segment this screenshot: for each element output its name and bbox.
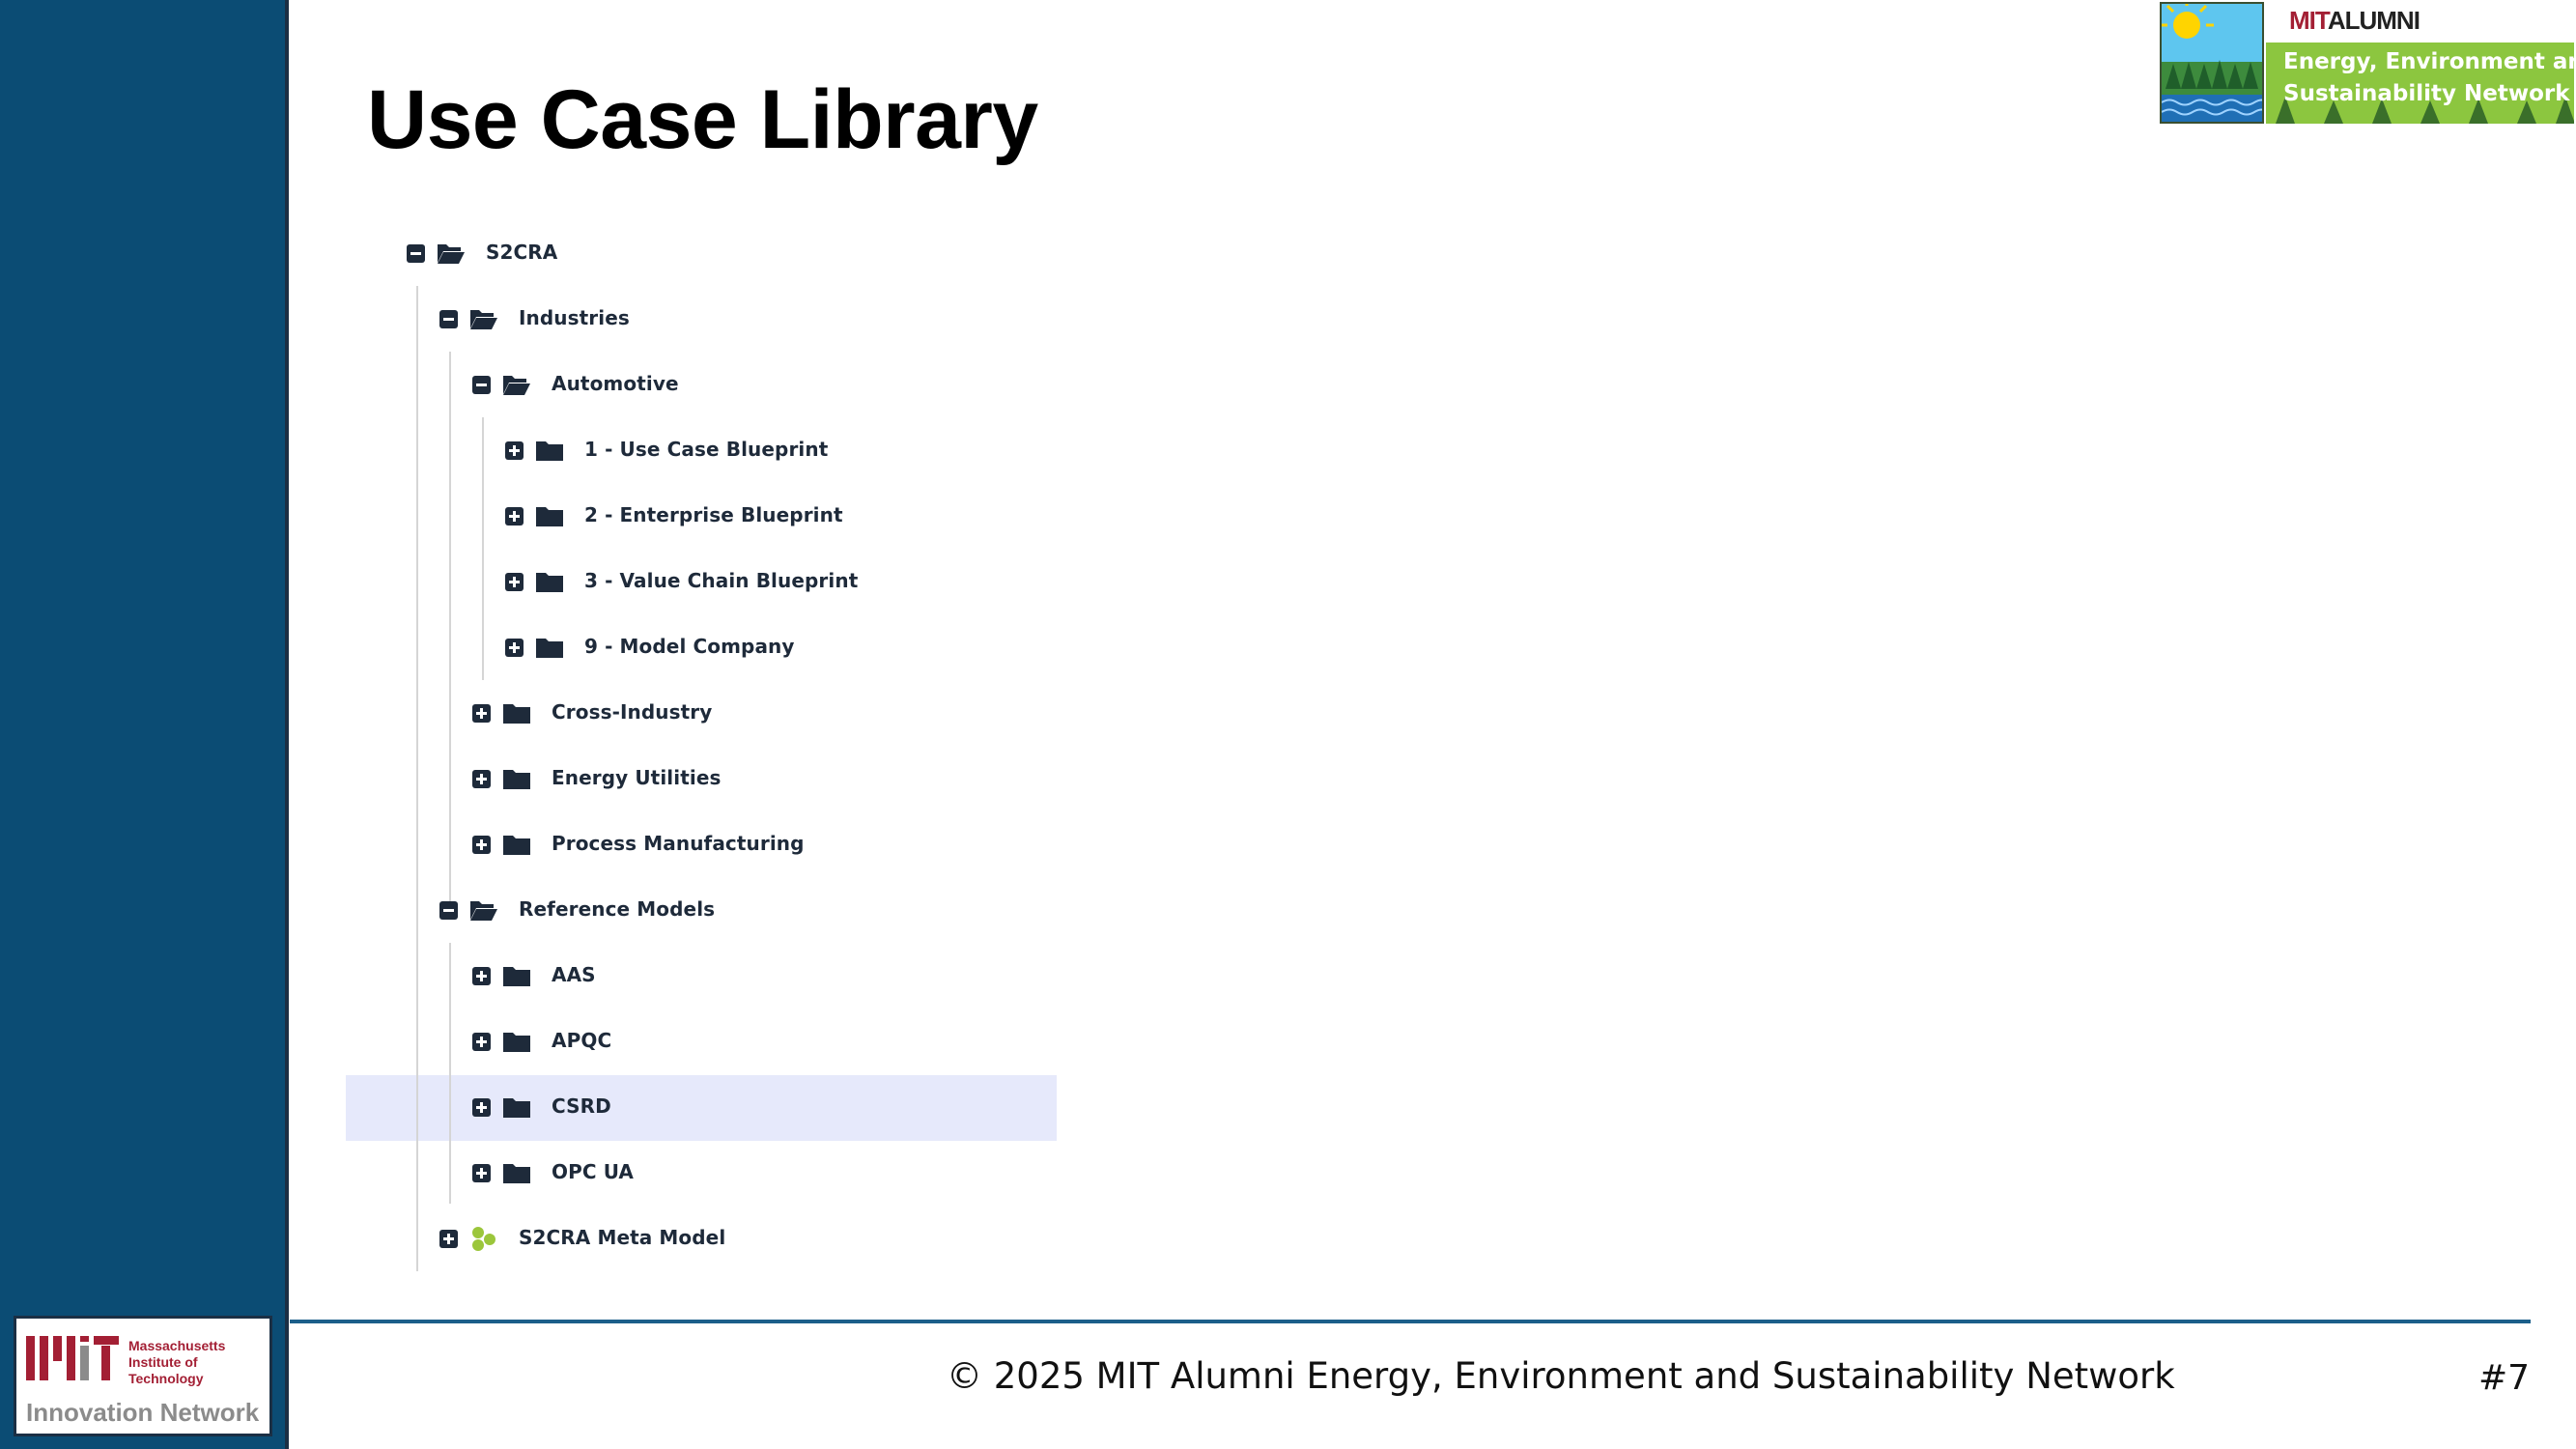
slide-number: #7 <box>2478 1358 2531 1398</box>
collapse-toggle-icon[interactable] <box>439 310 458 328</box>
network-banner <box>2266 43 2574 124</box>
folder-open-icon <box>438 244 465 264</box>
tree-guide-line <box>449 943 451 1204</box>
folder-icon <box>503 1098 530 1118</box>
tree-node-label: Reference Models <box>519 897 716 921</box>
expand-toggle-icon[interactable] <box>505 441 524 460</box>
collapse-toggle-icon[interactable] <box>439 901 458 920</box>
folder-icon <box>503 1033 530 1052</box>
tree-node-label: Automotive <box>552 372 679 395</box>
tree-node[interactable]: S2CRA Meta Model <box>439 1206 922 1271</box>
expand-toggle-icon[interactable] <box>472 1033 491 1051</box>
folder-open-icon <box>470 310 497 329</box>
mit-alumni-wordmark: MITALUMNI <box>2289 6 2420 36</box>
page-title: Use Case Library <box>367 73 1038 166</box>
folder-open-icon <box>503 376 530 395</box>
network-name-line-1: Energy, Environment and <box>2283 49 2576 74</box>
tree-node[interactable]: Energy Utilities <box>472 746 955 811</box>
nature-logo-icon <box>2160 2 2264 124</box>
expand-toggle-icon[interactable] <box>505 507 524 526</box>
collapse-toggle-icon[interactable] <box>472 376 491 394</box>
tree-node-label: CSRD <box>552 1094 611 1118</box>
tree-node-label: Process Manufacturing <box>552 832 805 855</box>
mit-institute-name: Massachusetts Institute of Technology <box>128 1338 226 1386</box>
tree-node[interactable]: Process Manufacturing <box>472 811 955 877</box>
tree-guide-line <box>416 286 418 1271</box>
innovation-network-label: Innovation Network <box>26 1398 260 1427</box>
collapse-toggle-icon[interactable] <box>407 244 425 263</box>
expand-toggle-icon[interactable] <box>472 1098 491 1117</box>
folder-icon <box>536 507 563 526</box>
mit-alumni-network-logo: MITALUMNI Energy, Environment and Sustai… <box>2160 2 2576 124</box>
tree-node[interactable]: S2CRA <box>407 220 890 286</box>
mit-logo-mark-icon <box>26 1336 119 1380</box>
tree-node-label: APQC <box>552 1029 612 1052</box>
tree-node[interactable]: OPC UA <box>472 1140 955 1206</box>
expand-toggle-icon[interactable] <box>472 704 491 723</box>
network-name: Energy, Environment and Sustainability N… <box>2283 46 2576 110</box>
folder-icon <box>503 1164 530 1183</box>
tree-node-label: OPC UA <box>552 1160 635 1183</box>
mit-wordmark: MIT <box>2289 6 2329 35</box>
tree-node-label: 2 - Enterprise Blueprint <box>584 503 843 526</box>
tree-node-label: AAS <box>552 963 596 986</box>
folder-icon <box>536 573 563 592</box>
tree-node-label: 9 - Model Company <box>584 635 795 658</box>
network-name-line-2: Sustainability Network <box>2283 81 2570 106</box>
expand-toggle-icon[interactable] <box>472 1164 491 1182</box>
folder-icon <box>503 704 530 724</box>
tree-node-label: S2CRA <box>486 241 558 264</box>
tree-node[interactable]: 3 - Value Chain Blueprint <box>505 549 988 614</box>
expand-toggle-icon[interactable] <box>472 770 491 788</box>
tree-node-label: Cross-Industry <box>552 700 713 724</box>
tree-node-label: Energy Utilities <box>552 766 722 789</box>
alumni-wordmark: ALUMNI <box>2327 6 2420 35</box>
expand-toggle-icon[interactable] <box>472 967 491 985</box>
tree-guide-line <box>449 352 451 902</box>
folder-open-icon <box>470 901 497 921</box>
expand-toggle-icon[interactable] <box>505 639 524 657</box>
folder-icon <box>503 836 530 855</box>
folder-icon <box>536 639 563 658</box>
tree-node-label: Industries <box>519 306 630 329</box>
tree-node[interactable]: APQC <box>472 1009 955 1074</box>
folder-icon <box>503 770 530 789</box>
tree-node[interactable]: Industries <box>439 286 922 352</box>
sidebar-divider <box>285 0 289 1449</box>
tree-node[interactable]: 1 - Use Case Blueprint <box>505 417 988 483</box>
tree-node-label: S2CRA Meta Model <box>519 1226 726 1249</box>
expand-toggle-icon[interactable] <box>472 836 491 854</box>
folder-icon <box>536 441 563 461</box>
selected-row-highlight <box>346 1075 1057 1141</box>
expand-toggle-icon[interactable] <box>505 573 524 591</box>
tree-node-label: 1 - Use Case Blueprint <box>584 438 829 461</box>
expand-toggle-icon[interactable] <box>439 1230 458 1248</box>
tree-node[interactable]: 2 - Enterprise Blueprint <box>505 483 988 549</box>
tree-guide-line <box>482 417 484 680</box>
tree-node[interactable]: Automotive <box>472 352 955 417</box>
mit-innovation-network-logo: Massachusetts Institute of Technology In… <box>14 1316 272 1436</box>
molecule-icon <box>472 1227 495 1251</box>
tree-node[interactable]: AAS <box>472 943 955 1009</box>
footer-divider <box>290 1320 2531 1323</box>
folder-icon <box>503 967 530 986</box>
sidebar-panel <box>0 0 285 1449</box>
tree-node[interactable]: Reference Models <box>439 877 922 943</box>
tree-node[interactable]: CSRD <box>472 1074 955 1140</box>
tree-node[interactable]: Cross-Industry <box>472 680 955 746</box>
tree-node-label: 3 - Value Chain Blueprint <box>584 569 859 592</box>
footer-copyright: © 2025 MIT Alumni Energy, Environment an… <box>947 1355 2175 1397</box>
tree-node[interactable]: 9 - Model Company <box>505 614 988 680</box>
